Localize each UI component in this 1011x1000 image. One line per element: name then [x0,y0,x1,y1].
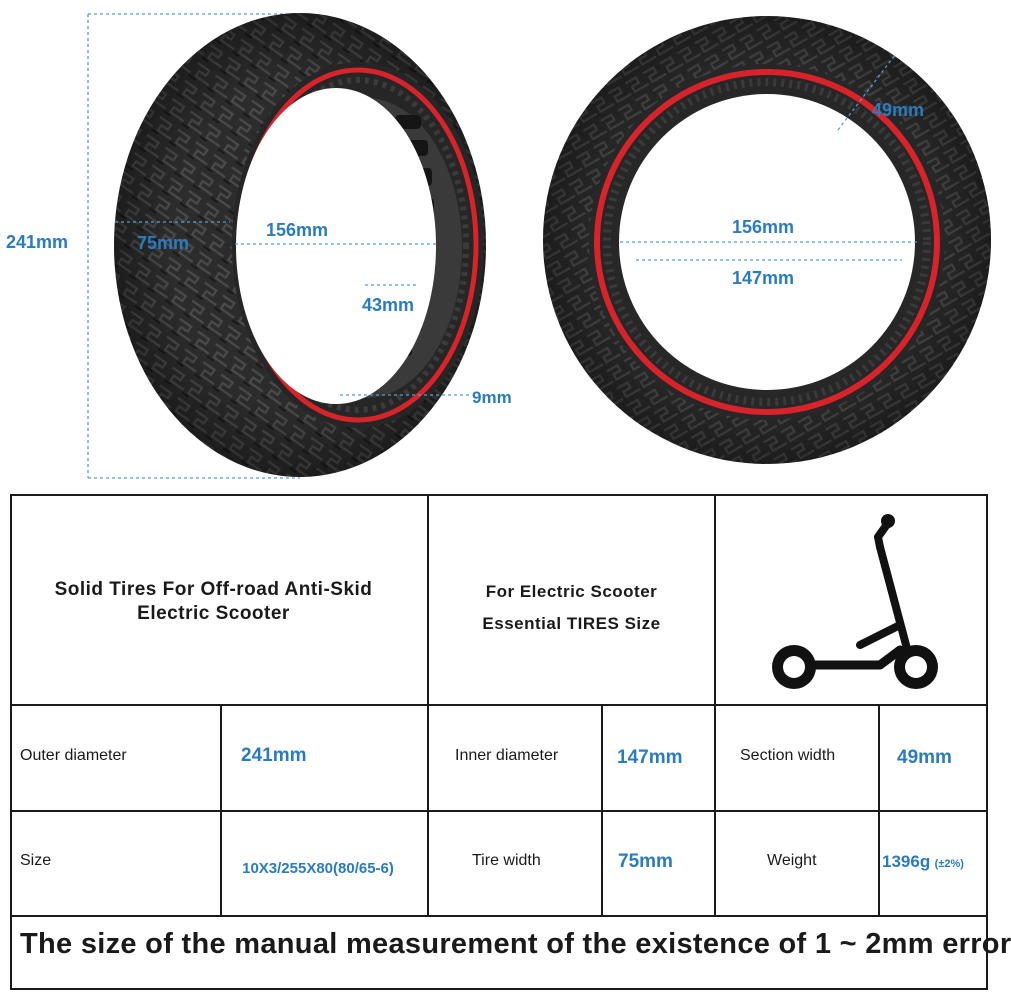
tire-illustration [87,13,991,479]
product-subtitle-line1: For Electric Scooter [485,582,658,601]
tire-width-label-cell: Tire width [472,852,541,869]
outer-diameter-guide [87,13,300,479]
product-subtitle-line2: Essential TIRES Size [482,614,661,633]
weight-label-cell: Weight [767,852,817,869]
weight-tolerance: (±2%) [934,858,964,870]
tire-width-label: 75mm [137,233,190,253]
product-title-line2: Electric Scooter [137,603,290,624]
weight-value: 1396g (±2%) [882,852,964,872]
tire-width-value: 75mm [618,851,673,872]
left-dimension-lines [115,221,470,396]
outer-diameter-label: 241mm [6,232,69,252]
inner-diameter-left-label: 156mm [266,220,329,240]
left-tire [114,13,486,477]
size-label-cell: Size [20,852,52,869]
right-tire [543,16,991,464]
weight-number: 1396g [882,852,931,871]
measurement-note: The size of the manual measurement of th… [20,928,1011,960]
section-width-label: 49mm [872,100,925,120]
section-width-value: 49mm [897,747,952,768]
product-title: Solid Tires For Off-road Anti-Skid Elect… [12,578,415,626]
inner-diameter-right-label: 156mm [732,217,795,237]
outer-diameter-value: 241mm [241,745,307,766]
product-subtitle: For Electric Scooter Essential TIRES Siz… [428,576,715,640]
spec-table [10,494,988,990]
spoke-label: 43mm [362,295,415,315]
rim-width-label: 9mm [472,388,512,407]
product-title-line1: Solid Tires For Off-road Anti-Skid [54,579,373,600]
inner-diameter-label-cell: Inner diameter [455,747,559,764]
size-value: 10X3/255X80(80/65-6) [242,860,394,877]
right-dimension-lines [620,54,918,261]
section-width-label-cell: Section width [740,747,836,764]
scooter-icon [772,514,938,689]
rim-inner-diameter-label: 147mm [732,268,795,288]
inner-diameter-value: 147mm [617,747,683,768]
outer-diameter-label-cell: Outer diameter [20,747,127,764]
